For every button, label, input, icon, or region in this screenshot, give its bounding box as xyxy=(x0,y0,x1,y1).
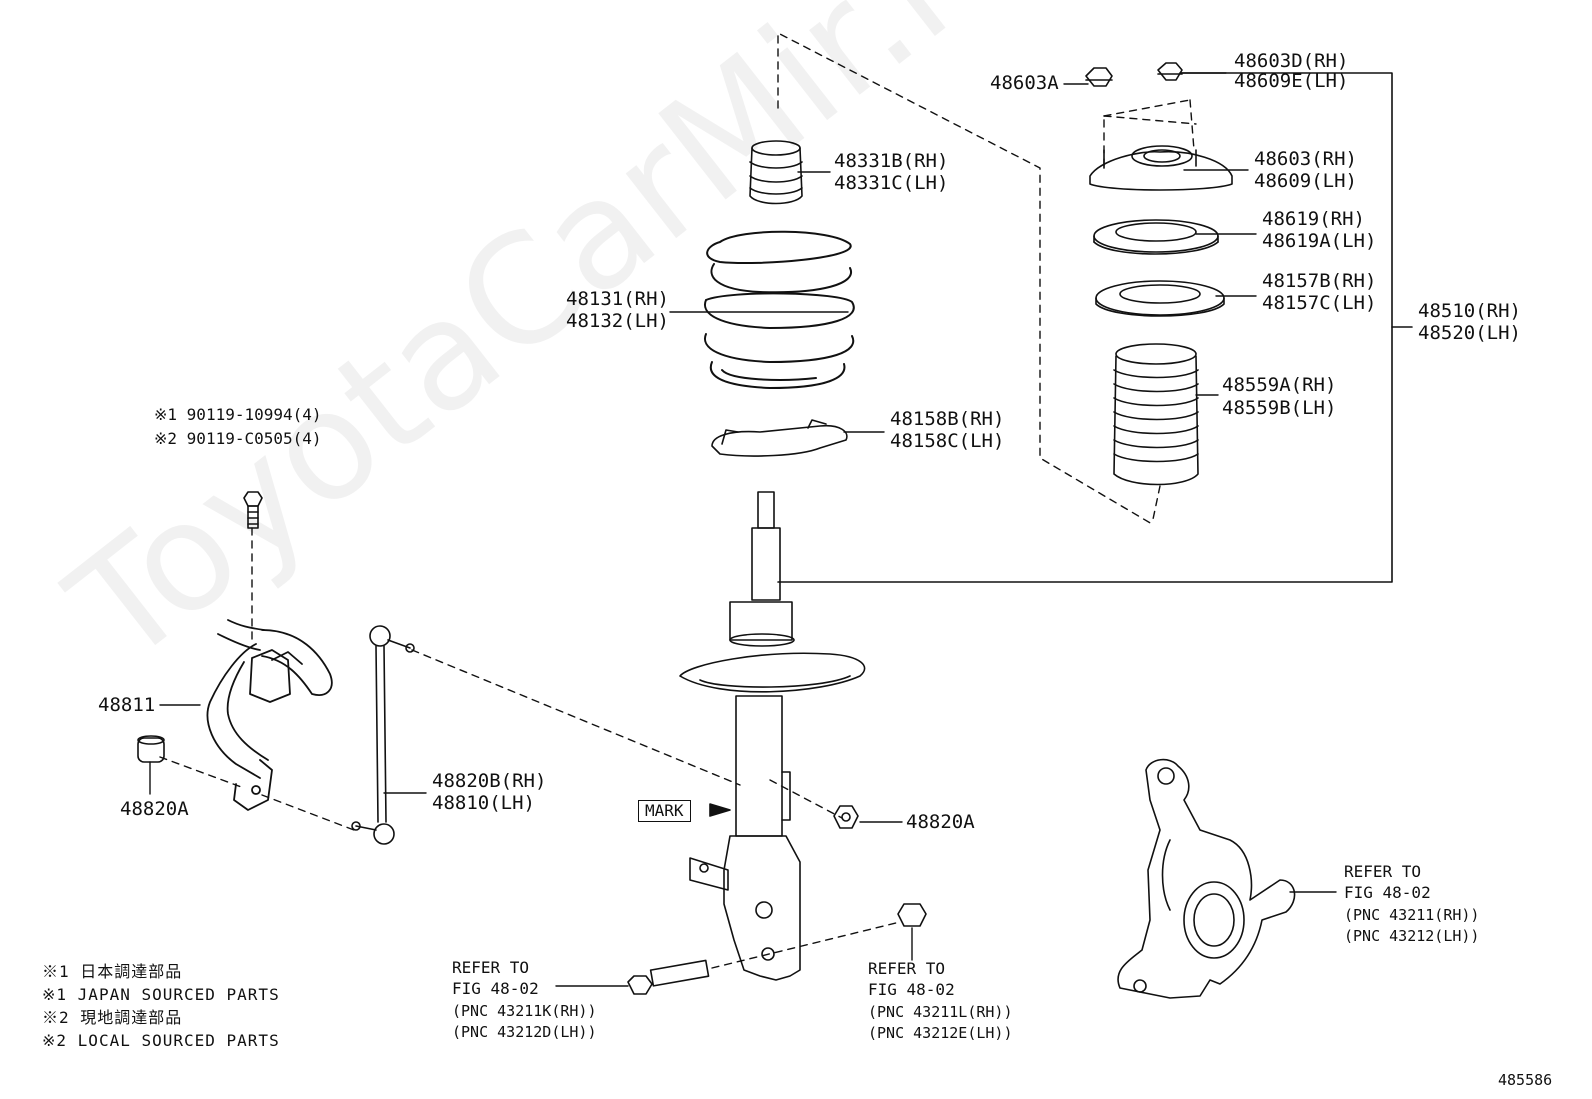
label-48609: 48609(LH) xyxy=(1254,170,1357,192)
mark-box: MARK xyxy=(638,800,691,822)
bushing-48820A-left xyxy=(137,735,165,763)
label-48331B: 48331B(RH) xyxy=(834,150,949,172)
refer-bolt-line2: FIG 48-02 xyxy=(452,979,539,998)
note-4: ※2 LOCAL SOURCED PARTS xyxy=(42,1031,280,1050)
label-48820A-left: 48820A xyxy=(120,798,189,820)
label-48158B: 48158B(RH) xyxy=(890,408,1005,430)
nut-48603A xyxy=(1085,67,1113,87)
refer-nut-line4: (PNC 43212E(LH)) xyxy=(868,1024,1013,1042)
lower-seat-48158B xyxy=(711,419,848,457)
lower-nut xyxy=(897,903,927,927)
strut-assembly xyxy=(679,491,866,981)
stabilizer-bar-48811 xyxy=(206,619,333,811)
label-48131: 48131(RH) xyxy=(566,288,669,310)
coil-spring-48131 xyxy=(703,230,855,389)
label-48609E: 48609E(LH) xyxy=(1234,70,1349,92)
bolt-90119 xyxy=(243,491,263,529)
refer-bolt-line3: (PNC 43211K(RH)) xyxy=(452,1002,597,1020)
refer-knuckle-line2: FIG 48-02 xyxy=(1344,883,1431,902)
label-48157B: 48157B(RH) xyxy=(1262,270,1377,292)
label-48811: 48811 xyxy=(98,694,156,716)
refer-nut-line2: FIG 48-02 xyxy=(868,980,955,999)
label-48559B: 48559B(LH) xyxy=(1222,397,1337,419)
stabilizer-link-48820B xyxy=(351,625,415,845)
label-48158C: 48158C(LH) xyxy=(890,430,1005,452)
label-48331C: 48331C(LH) xyxy=(834,172,949,194)
dust-boot-48559A xyxy=(1113,343,1199,486)
lower-bolt xyxy=(627,959,710,995)
refer-knuckle-line1: REFER TO xyxy=(1344,862,1422,881)
upper-support-48603 xyxy=(1089,145,1233,191)
bump-stop-48331B xyxy=(749,140,803,205)
label-48603A: 48603A xyxy=(990,72,1059,94)
refer-nut-line1: REFER TO xyxy=(868,959,946,978)
label-bolt-1: ※1 90119-10994(4) xyxy=(154,405,322,424)
upper-seat-48619 xyxy=(1093,219,1219,255)
refer-bolt-line4: (PNC 43212D(LH)) xyxy=(452,1023,597,1041)
bearing-48157B xyxy=(1095,280,1225,317)
nut-48603D xyxy=(1157,62,1183,81)
label-48559A: 48559A(RH) xyxy=(1222,374,1337,396)
label-48157C: 48157C(LH) xyxy=(1262,292,1377,314)
label-bolt-2: ※2 90119-C0505(4) xyxy=(154,429,322,448)
label-48510: 48510(RH) xyxy=(1418,300,1521,322)
refer-knuckle-line3: (PNC 43211(RH)) xyxy=(1344,906,1480,924)
label-48619: 48619(RH) xyxy=(1262,208,1365,230)
refer-nut-line3: (PNC 43211L(RH)) xyxy=(868,1003,1013,1021)
label-48520: 48520(LH) xyxy=(1418,322,1521,344)
leader-lines xyxy=(149,72,1337,987)
refer-bolt-line1: REFER TO xyxy=(452,958,530,977)
dashed-assembly-lines xyxy=(159,32,1197,969)
label-48603D: 48603D(RH) xyxy=(1234,50,1349,72)
label-48820B: 48820B(RH) xyxy=(432,770,547,792)
note-1: ※1 日本調達部品 xyxy=(42,962,183,981)
label-48810: 48810(LH) xyxy=(432,792,535,814)
label-48603: 48603(RH) xyxy=(1254,148,1357,170)
label-48132: 48132(LH) xyxy=(566,310,669,332)
steering-knuckle xyxy=(1117,758,1296,999)
note-3: ※2 現地調達部品 xyxy=(42,1008,183,1027)
figure-number: 485586 xyxy=(1498,1071,1553,1089)
note-2: ※1 JAPAN SOURCED PARTS xyxy=(42,985,280,1004)
label-48619A: 48619A(LH) xyxy=(1262,230,1377,252)
refer-knuckle-line4: (PNC 43212(LH)) xyxy=(1344,927,1480,945)
nut-48820A-right xyxy=(833,805,859,829)
label-48820A-right: 48820A xyxy=(906,811,975,833)
mark-arrow xyxy=(709,803,731,817)
